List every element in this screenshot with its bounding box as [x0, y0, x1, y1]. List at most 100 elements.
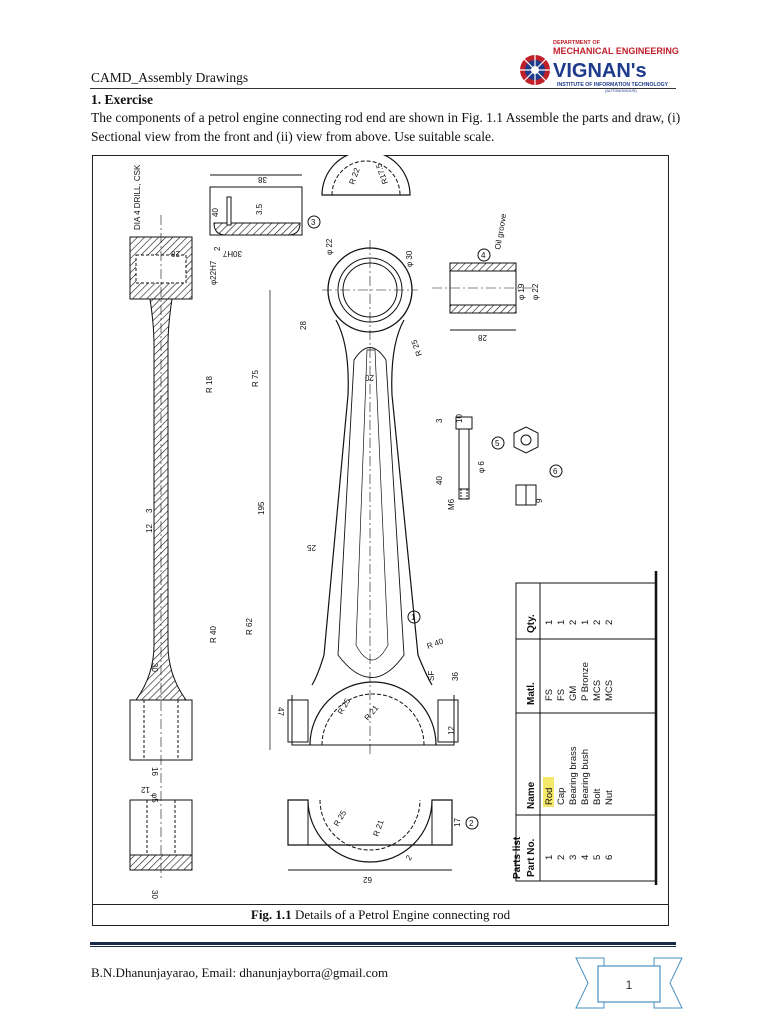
- logo-dept-name: MECHANICAL ENGINEERING: [553, 46, 679, 56]
- dim-30b: 30: [150, 890, 159, 899]
- svg-text:Bearing bush: Bearing bush: [580, 749, 591, 805]
- dim-30: 30: [150, 663, 159, 672]
- svg-text:1: 1: [544, 620, 555, 625]
- dim-2: 2: [213, 246, 222, 251]
- rod-side-section-view: [129, 215, 193, 880]
- parts-list-header-name: Name: [526, 781, 537, 809]
- svg-text:P Bronze: P Bronze: [580, 662, 591, 701]
- dim-2b: 2: [404, 853, 414, 862]
- dim-40: 40: [211, 208, 220, 217]
- dim-r40: R 40: [209, 626, 218, 643]
- callout-1: [407, 610, 421, 624]
- nut-part-6: [513, 426, 563, 506]
- callout-5-label: 5: [495, 439, 500, 448]
- svg-text:2: 2: [556, 855, 567, 860]
- dim-r21: R 21: [363, 703, 381, 722]
- bearing-bush-part-4: [432, 248, 532, 331]
- logo-brand: VIGNAN's: [553, 60, 647, 82]
- parts-list-table: [515, 571, 658, 885]
- dim-30h7: 30H7: [222, 249, 242, 258]
- connecting-rod-front-view: [269, 240, 459, 755]
- dim-12: 12: [145, 524, 154, 533]
- dim-r25a: R 25: [409, 338, 423, 357]
- dim-10: 10: [455, 414, 464, 423]
- svg-text:MCS: MCS: [604, 680, 615, 701]
- callout-6: [549, 464, 563, 478]
- svg-text:Cap: Cap: [556, 788, 567, 805]
- figure-caption-text: Details of a Petrol Engine connecting ro…: [291, 907, 511, 922]
- table-row: 6 Nut MCS 2: [604, 620, 615, 860]
- dim-3-5: 3.5: [255, 203, 264, 215]
- parts-list-header-matl: Matl.: [526, 682, 537, 705]
- svg-text:MCS: MCS: [592, 680, 603, 701]
- callout-5: [491, 436, 505, 450]
- svg-text:3: 3: [568, 855, 579, 860]
- svg-text:Bolt: Bolt: [592, 788, 603, 805]
- vignan-logo: DEPARTMENT OF MECHANICAL ENGINEERING VIG…: [520, 40, 679, 93]
- parts-list-title: Parts list: [512, 836, 523, 879]
- bolt-part-5: [455, 416, 505, 500]
- svg-text:1: 1: [580, 620, 591, 625]
- svg-text:Nut: Nut: [604, 790, 615, 805]
- svg-text:FS: FS: [556, 689, 567, 701]
- dim-12c: 12: [141, 785, 150, 794]
- table-row: 1 Rod FS 1: [544, 620, 555, 860]
- dim-drill: DIA 4 DRILL, CSK: [133, 164, 142, 230]
- callout-3-label: 3: [311, 218, 316, 227]
- document-header-title: CAMD_Assembly Drawings: [91, 70, 249, 85]
- svg-text:2: 2: [604, 620, 615, 625]
- dim-25: 25: [307, 543, 316, 552]
- table-row: 2 Cap FS 1: [556, 620, 567, 860]
- dim-28c: 28: [478, 333, 487, 342]
- exercise-heading: 1. Exercise: [91, 92, 153, 107]
- page-number: 1: [626, 978, 633, 992]
- page-number-badge: 1: [575, 957, 683, 1009]
- dim-62: 62: [363, 875, 372, 884]
- dim-28b: 28: [299, 321, 308, 330]
- exercise-text: The components of a petrol engine connec…: [91, 110, 681, 144]
- footer-rule: [90, 942, 676, 945]
- svg-text:2: 2: [592, 620, 603, 625]
- callout-2-label: 2: [469, 819, 474, 828]
- dim-38: 38: [258, 175, 267, 184]
- dim-phi6: φ 6: [477, 461, 486, 473]
- header-rule: [90, 88, 676, 89]
- dim-17: 17: [453, 818, 462, 827]
- dim-47: 47: [276, 707, 285, 716]
- footer-author: B.N.Dhanunjayarao, Email: dhanunjayborra…: [91, 965, 389, 980]
- callout-4: [477, 248, 491, 262]
- bearing-brass-part-3: [209, 155, 411, 236]
- dim-phi22: φ 22: [325, 238, 334, 255]
- dim-36: 36: [451, 672, 460, 681]
- svg-text:1: 1: [544, 855, 555, 860]
- dim-28: 28: [171, 249, 180, 258]
- svg-text:Rod: Rod: [544, 788, 555, 805]
- dim-3: 3: [435, 418, 444, 423]
- svg-text:2: 2: [568, 620, 579, 625]
- dim-16: 16: [150, 767, 159, 776]
- logo-institute: INSTITUTE OF INFORMATION TECHNOLOGY: [557, 82, 669, 88]
- table-row: 5 Bolt MCS 2: [592, 620, 603, 860]
- dim-oil-groove: Oil groove: [493, 212, 508, 250]
- logo-status: (AUTONOMOUS): [605, 88, 637, 93]
- dim-phi22h7: φ22H7: [209, 260, 218, 285]
- footer-rule-thin: [90, 946, 676, 947]
- dim-20: 20: [365, 373, 374, 382]
- table-row: 3 Bearing brass GM 2: [568, 620, 579, 860]
- callout-3: [307, 215, 321, 229]
- svg-text:5: 5: [592, 855, 603, 860]
- dim-9: 9: [535, 498, 544, 503]
- dim-r40b: R 40: [426, 636, 445, 650]
- svg-text:FS: FS: [544, 689, 555, 701]
- figure-caption-label: Fig. 1.1: [250, 907, 292, 922]
- dim-3b: 3: [145, 508, 154, 513]
- dim-40b: 40: [435, 476, 444, 485]
- dim-m6: M6: [447, 498, 456, 510]
- dim-phi30: φ 30: [405, 250, 414, 267]
- svg-text:1: 1: [556, 620, 567, 625]
- callout-6-label: 6: [553, 467, 558, 476]
- callout-4-label: 4: [481, 251, 486, 260]
- dim-phi19: φ 19: [517, 283, 526, 300]
- dim-r21b: R 21: [371, 818, 385, 837]
- svg-text:6: 6: [604, 855, 615, 860]
